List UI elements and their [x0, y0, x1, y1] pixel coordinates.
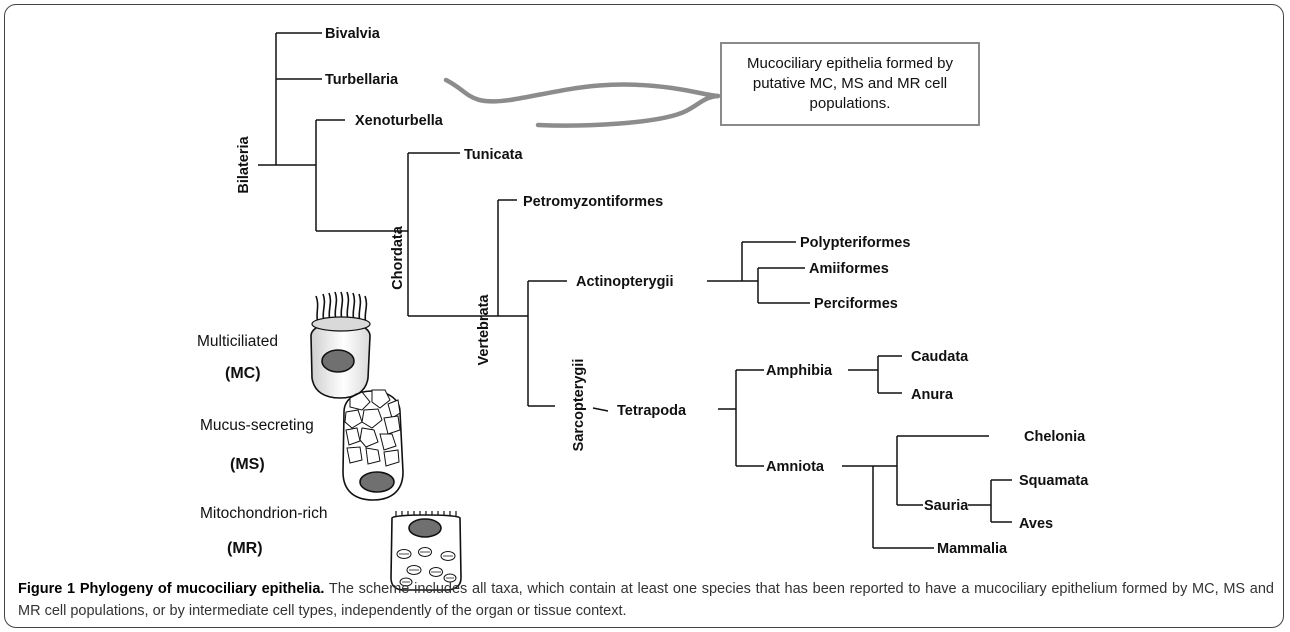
clade-chordata: Chordata	[390, 225, 406, 290]
taxon-squamata: Squamata	[1019, 473, 1089, 489]
taxon-amphibia: Amphibia	[766, 363, 833, 379]
taxon-labels: Bivalvia Turbellaria Xenoturbella Tunica…	[325, 26, 1089, 557]
mitochondrion-rich-cell-icon	[390, 511, 462, 591]
taxon-xenoturbella: Xenoturbella	[355, 113, 444, 129]
mucus-secreting-cell-icon	[342, 389, 404, 501]
taxon-perciformes: Perciformes	[814, 296, 898, 312]
taxon-mammalia: Mammalia	[937, 541, 1008, 557]
clade-labels: Bilateria Chordata Vertebrata Sarcoptery…	[236, 135, 587, 451]
taxon-polypteriformes: Polypteriformes	[800, 235, 910, 251]
taxon-actinopterygii: Actinopterygii	[576, 274, 673, 290]
cell-abbr-mr: (MR)	[227, 540, 263, 557]
taxon-aves: Aves	[1019, 516, 1053, 532]
callout-box: Mucociliary epithelia formed by putative…	[720, 42, 980, 126]
taxon-anura: Anura	[911, 387, 954, 403]
clade-bilateria: Bilateria	[236, 135, 252, 193]
taxon-tunicata: Tunicata	[464, 147, 523, 163]
taxon-amniota: Amniota	[766, 459, 825, 475]
taxon-tetrapoda: Tetrapoda	[617, 403, 687, 419]
callout-connectors	[443, 77, 721, 128]
taxon-turbellaria: Turbellaria	[325, 72, 399, 88]
taxon-caudata: Caudata	[911, 349, 969, 365]
cell-label-mr: Mitochondrion-rich	[200, 505, 328, 522]
cell-illustrations: Multiciliated (MC) Mucus-secreting (MS) …	[197, 291, 462, 591]
clade-sarcopterygii: Sarcopterygii	[571, 359, 587, 452]
cell-abbr-mc: (MC)	[225, 365, 261, 382]
callout-text: Mucociliary epithelia formed by putative…	[747, 55, 953, 112]
caption-text: The scheme includes all taxa, which cont…	[18, 581, 1274, 619]
taxon-chelonia: Chelonia	[1024, 429, 1086, 445]
taxon-bivalvia: Bivalvia	[325, 26, 381, 42]
taxon-petromyzontiformes: Petromyzontiformes	[523, 194, 663, 210]
figure-frame	[4, 4, 1284, 628]
cell-label-ms: Mucus-secreting	[200, 417, 314, 434]
figure-caption: Figure 1 Phylogeny of mucociliary epithe…	[18, 578, 1274, 622]
caption-title: Figure 1 Phylogeny of mucociliary epithe…	[18, 581, 325, 597]
taxon-amiiformes: Amiiformes	[809, 261, 889, 277]
tree-branches	[258, 32, 1012, 549]
cell-label-mc: Multiciliated	[197, 333, 278, 350]
taxon-sauria: Sauria	[924, 498, 969, 514]
cell-abbr-ms: (MS)	[230, 456, 265, 473]
clade-vertebrata: Vertebrata	[476, 294, 492, 366]
multiciliated-cell-icon	[310, 291, 371, 399]
